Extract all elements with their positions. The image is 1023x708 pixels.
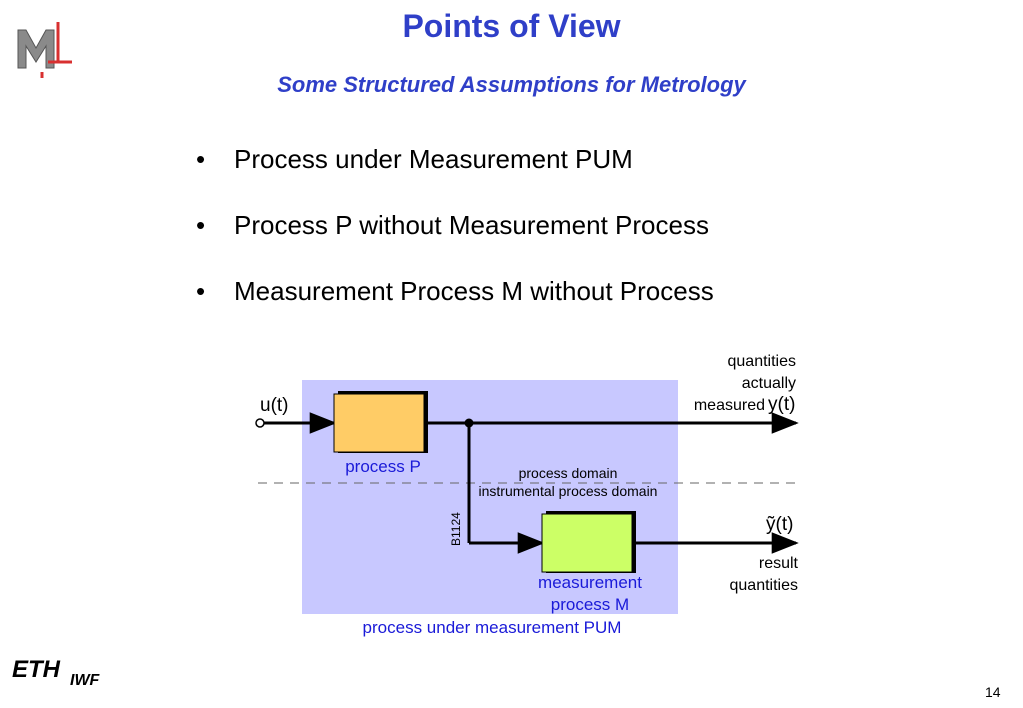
result-label-2: quantities xyxy=(730,577,799,594)
eth-logo: ETH xyxy=(12,656,60,683)
process-p-label: process P xyxy=(345,457,421,476)
bullet-item: • Process under Measurement PUM xyxy=(196,140,714,206)
pum-label: process under measurement PUM xyxy=(363,618,622,637)
output-label: y(t) xyxy=(768,394,795,415)
slide-subtitle: Some Structured Assumptions for Metrolog… xyxy=(277,72,746,97)
bullet-symbol: • xyxy=(196,276,206,306)
page-number: 14 xyxy=(985,684,1001,700)
slide-title: Points of View xyxy=(402,8,621,44)
quantities-label-3: measured xyxy=(694,397,765,414)
iwf-logo: IWF xyxy=(70,672,100,689)
input-label: u(t) xyxy=(260,395,289,416)
figure-code: B1124 xyxy=(449,512,463,546)
m-logo-icon xyxy=(17,22,72,78)
result-symbol: ỹ(t) xyxy=(766,514,793,535)
bullet-text: Process under Measurement PUM xyxy=(234,144,633,174)
bullet-text: Measurement Process M without Process xyxy=(234,276,714,306)
measurement-label-2: process M xyxy=(551,595,629,614)
bullet-text: Process P without Measurement Process xyxy=(234,210,709,240)
bullet-list: • Process under Measurement PUM • Process … xyxy=(196,140,714,338)
measurement-label-1: measurement xyxy=(538,573,642,592)
bullet-item: • Process P without Measurement Process xyxy=(196,206,714,272)
bullet-symbol: • xyxy=(196,144,206,174)
bullet-item: • Measurement Process M without Process xyxy=(196,272,714,338)
quantities-label-2: actually xyxy=(742,375,796,392)
quantities-label-1: quantities xyxy=(728,353,797,370)
bullet-symbol: • xyxy=(196,210,206,240)
domain-lower-label: instrumental process domain xyxy=(479,483,658,499)
input-terminal xyxy=(255,418,265,428)
process-p-block xyxy=(333,393,425,453)
domain-upper-label: process domain xyxy=(519,465,618,481)
result-label-1: result xyxy=(759,555,799,572)
measurement-block xyxy=(541,513,633,573)
